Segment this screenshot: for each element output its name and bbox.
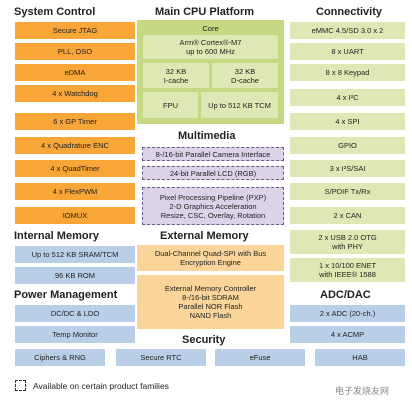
conn-gpio: GPIO: [290, 137, 405, 154]
cpu-tcm: Up to 512 KB TCM: [201, 92, 278, 118]
im-rom: 96 KB ROM: [15, 267, 135, 284]
adc-2x-adc: 2 x ADC (20-ch.): [290, 305, 405, 322]
conn-uart: 8 x UART: [290, 43, 405, 60]
adc-acmp: 4 x ACMP: [290, 326, 405, 343]
conn-spdif: S/PDIF Tx/Rx: [290, 183, 405, 200]
cpu-core-label: Core: [202, 24, 219, 33]
sc-secure-jtag: Secure JTAG: [15, 22, 135, 39]
sc-edma: eDMA: [15, 64, 135, 81]
mm-camera-interface: 8-/16-bit Parallel Camera Interface: [142, 147, 284, 161]
conn-keypad: 8 x 8 Keypad: [290, 64, 405, 81]
cpu-platform-block: Core Arm® Cortex®-M7 up to 600 MHz 32 KB…: [137, 20, 284, 124]
cpu-icache: 32 KB I-cache: [143, 63, 209, 88]
conn-usb-otg: 2 x USB 2.0 OTG with PHY: [290, 230, 405, 254]
adc-dac-title: ADC/DAC: [320, 289, 371, 301]
im-sram-tcm: Up to 512 KB SRAM/TCM: [15, 246, 135, 263]
conn-can: 2 x CAN: [290, 207, 405, 224]
pm-dcdc-ldo: DC/DC & LDO: [15, 305, 135, 322]
sec-secure-rtc: Secure RTC: [116, 349, 206, 366]
external-memory-title: External Memory: [160, 230, 249, 242]
sc-pll-oso: PLL, OSO: [15, 43, 135, 60]
sec-ciphers-rng: Ciphers & RNG: [15, 349, 105, 366]
legend-dashed-box-icon: [15, 380, 26, 391]
connectivity-title: Connectivity: [316, 6, 383, 18]
pm-temp-monitor: Temp Monitor: [15, 326, 135, 343]
conn-i2c: 4 x I²C: [290, 89, 405, 106]
power-management-title: Power Management: [14, 289, 118, 301]
sc-quadtimer: 4 x QuadTimer: [15, 160, 135, 177]
multimedia-title: Multimedia: [178, 130, 236, 142]
cpu-fpu: FPU: [143, 92, 198, 118]
conn-i2s-sai: 3 x I²S/SAI: [290, 160, 405, 177]
sc-flexpwm: 4 x FlexPWM: [15, 183, 135, 200]
internal-memory-title: Internal Memory: [14, 230, 99, 242]
em-quad-spi: Dual-Channel Quad-SPI with Bus Encryptio…: [137, 245, 284, 271]
mm-parallel-lcd: 24-bit Parallel LCD (RGB): [142, 166, 284, 180]
legend-text: Available on certain product families: [33, 381, 169, 391]
conn-spi: 4 x SPI: [290, 113, 405, 130]
sec-efuse: eFuse: [215, 349, 305, 366]
cpu-platform-title: Main CPU Platform: [155, 6, 255, 18]
cpu-dcache: 32 KB D-cache: [212, 63, 278, 88]
sc-iomux: IOMUX: [15, 207, 135, 224]
sc-watchdog: 4 x Watchdog: [15, 85, 135, 102]
mm-pxp: Pixel Processing Pipeline (PXP) 2-D Grap…: [142, 187, 284, 225]
conn-enet: 1 x 10/100 ENET with IEEE® 1588: [290, 258, 405, 282]
security-title: Security: [182, 334, 226, 346]
sc-gp-timer: 6 x GP Timer: [15, 113, 135, 130]
conn-emmc-sd: eMMC 4.5/SD 3.0 x 2: [290, 22, 405, 39]
sec-hab: HAB: [315, 349, 405, 366]
em-memory-controller: External Memory Controller 8-/16-bit SDR…: [137, 275, 284, 329]
cpu-core-name: Arm® Cortex®-M7 up to 600 MHz: [143, 35, 278, 59]
sc-quadrature-enc: 4 x Quadrature ENC: [15, 137, 135, 154]
watermark: 电子发烧友网: [335, 386, 390, 396]
system-control-title: System Control: [14, 6, 96, 18]
